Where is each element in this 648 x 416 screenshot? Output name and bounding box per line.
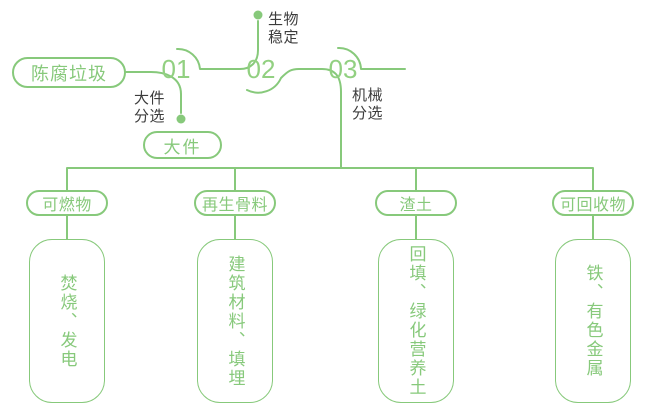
source-node: 陈腐垃圾 [12,57,126,88]
bulky-item-node: 大件 [143,131,222,159]
distribution-rail [66,167,594,191]
step-number-02: 02 [246,54,276,84]
step-label-biological-stabilization: 生物 稳定 [268,11,300,46]
bio-branch-dot [253,10,263,20]
step-label-mechanical-sorting: 机械 分选 [352,87,384,122]
result-box-recyclables: 铁、有色金属 [555,239,631,403]
bulky-branch-dot [176,114,186,124]
line-01-to-02 [176,20,259,70]
result-text-recyclables: 铁、有色金属 [583,264,603,378]
result-text-recycled-aggregate: 建筑材料、填埋 [225,254,245,388]
line-02-to-03 [246,68,342,169]
category-node-combustibles: 可燃物 [26,190,108,216]
category-node-slag-soil: 渣土 [375,190,457,216]
category-node-recycled-aggregate: 再生骨料 [194,190,276,216]
result-text-combustibles: 焚烧、发电 [57,273,77,369]
result-text-slag-soil: 回填、绿化营养土 [406,245,426,397]
step-number-03: 03 [328,54,358,84]
result-box-recycled-aggregate: 建筑材料、填埋 [197,239,273,403]
category-node-recyclables: 可回收物 [552,190,634,216]
line-03-tail [337,46,406,70]
result-box-combustibles: 焚烧、发电 [29,239,105,403]
line-source-to-01 [125,71,182,114]
step-number-01: 01 [161,54,191,84]
result-box-slag-soil: 回填、绿化营养土 [378,239,454,403]
step-label-bulky-sorting: 大件 分选 [134,90,166,125]
